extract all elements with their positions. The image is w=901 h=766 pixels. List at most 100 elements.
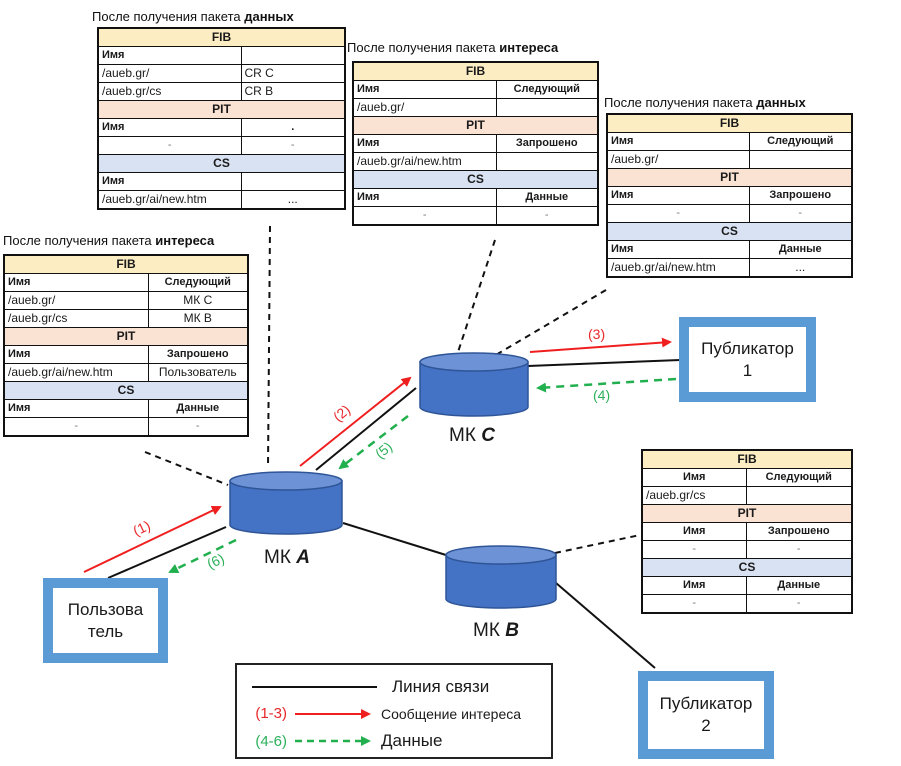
fib-title: FIB <box>352 61 599 81</box>
fib-title: FIB <box>97 27 346 47</box>
pit-cell: /aueb.gr/ai/new.htm <box>3 363 149 382</box>
fib-header-next: Следующий <box>748 132 853 151</box>
cs-header-data: Данные <box>745 576 853 595</box>
pit-title: PIT <box>352 116 599 135</box>
cs-header-name: Имя <box>641 576 747 595</box>
legend-data-arrow <box>295 736 371 746</box>
link-b-pub2 <box>555 582 656 669</box>
router-c-prefix: МК <box>449 425 482 446</box>
pit-cell: - <box>745 540 853 559</box>
caption-prefix: После получения пакета <box>604 95 757 110</box>
table-row: /aueb.gr/CR C <box>97 64 346 83</box>
caption-prefix: После получения пакета <box>3 233 156 248</box>
pit-title: PIT <box>3 327 249 346</box>
caption-a-after-data: После получения пакета данных <box>92 9 294 24</box>
publisher2-node[interactable]: Публикатор 2 <box>638 671 774 759</box>
fib-cell: /aueb.gr/ <box>97 64 242 83</box>
fib-cell <box>748 150 853 169</box>
pit-title: PIT <box>97 100 346 119</box>
caption-prefix: После получения пакета <box>92 9 245 24</box>
connector-a-interest-table <box>144 451 229 486</box>
publisher1-label-line1: Публикатор <box>701 338 794 358</box>
connector-c-data-table <box>493 289 607 357</box>
table-row: /aueb.gr/ai/new.htm <box>352 152 599 171</box>
fib-header-next <box>240 46 346 65</box>
publisher1-label-line2: 1 <box>742 360 753 380</box>
fib-cell: /aueb.gr/ <box>606 150 750 169</box>
step-label-3: (3) <box>588 326 606 342</box>
router-a-cylinder[interactable] <box>229 471 343 535</box>
data-arrow-5 <box>338 415 409 470</box>
user-node[interactable]: Пользова тель <box>43 578 168 663</box>
fib-header-name: Имя <box>641 468 747 487</box>
fib-header-next: Следующий <box>495 80 599 99</box>
router-c-cylinder[interactable] <box>419 352 529 417</box>
fib-header-name: Имя <box>3 273 149 292</box>
pit-title: PIT <box>641 504 853 523</box>
fib-cell: МК C <box>147 291 249 310</box>
legend-link-label: Линия связи <box>392 677 490 696</box>
table-row: -- <box>352 206 599 226</box>
pit-header-requested: Запрошено <box>745 522 853 541</box>
pit-header-requested: Запрошено <box>147 345 249 364</box>
cs-header-data: Данные <box>147 399 249 418</box>
pit-cell: - <box>641 540 747 559</box>
fib-cell: CR B <box>240 82 346 101</box>
fib-cell: /aueb.gr/ <box>352 98 497 117</box>
legend-interest-arrow <box>295 708 371 719</box>
fib-header-next: Следующий <box>147 273 249 292</box>
user-label-line1: Пользова <box>67 599 144 619</box>
cs-header-name: Имя <box>606 240 750 259</box>
pit-title: PIT <box>606 168 853 187</box>
cs-title: CS <box>641 558 853 577</box>
caption-a-after-interest: После получения пакета интереса <box>3 233 214 248</box>
user-label-line2: тель <box>87 621 124 641</box>
router-b-letter: B <box>505 620 519 641</box>
cs-cell: - <box>641 594 747 614</box>
cs-cell: - <box>352 206 497 226</box>
interest-arrow-3 <box>529 337 672 353</box>
link-c-pub1 <box>527 359 681 367</box>
cs-title: CS <box>352 170 599 189</box>
data-arrow-6 <box>168 538 237 574</box>
table-row: -- <box>97 136 346 155</box>
legend-interest-row: (1-3) Сообщение интереса <box>237 705 551 722</box>
link-user-a <box>107 526 227 579</box>
fib-cell: /aueb.gr/cs <box>641 486 747 505</box>
pit-header-name: Имя <box>352 134 497 153</box>
fib-cell: /aueb.gr/cs <box>97 82 242 101</box>
fib-cell: /aueb.gr/ <box>3 291 149 310</box>
router-c-letter: C <box>481 425 495 446</box>
publisher2-label-line1: Публикатор <box>659 694 753 713</box>
pit-cell: - <box>97 136 242 155</box>
cs-header-data <box>240 172 346 191</box>
legend-link-row: Линия связи <box>237 677 551 697</box>
router-a-prefix: МК <box>264 547 297 568</box>
link-a-c <box>315 387 417 471</box>
cs-title: CS <box>3 381 249 400</box>
cs-header-data: Данные <box>495 188 599 207</box>
cs-header-name: Имя <box>352 188 497 207</box>
cs-cell: - <box>495 206 599 226</box>
fib-title: FIB <box>641 449 853 469</box>
table-row: /aueb.gr/ <box>606 150 853 169</box>
publisher1-node[interactable]: Публикатор 1 <box>679 317 816 402</box>
pit-cell: - <box>240 136 346 155</box>
router-b-cylinder[interactable] <box>445 545 557 609</box>
step-label-4: (4) <box>593 387 611 403</box>
fib-title: FIB <box>606 113 853 133</box>
caption-bold: данных <box>244 9 294 24</box>
link-a-b <box>342 522 447 556</box>
interest-arrow-2 <box>299 376 412 467</box>
caption-bold: интереса <box>155 233 215 248</box>
caption-prefix: После получения пакета <box>347 40 500 55</box>
caption-c-after-data: После получения пакета данных <box>604 95 806 110</box>
cs-header-data: Данные <box>748 240 853 259</box>
table-row: -- <box>641 594 853 614</box>
